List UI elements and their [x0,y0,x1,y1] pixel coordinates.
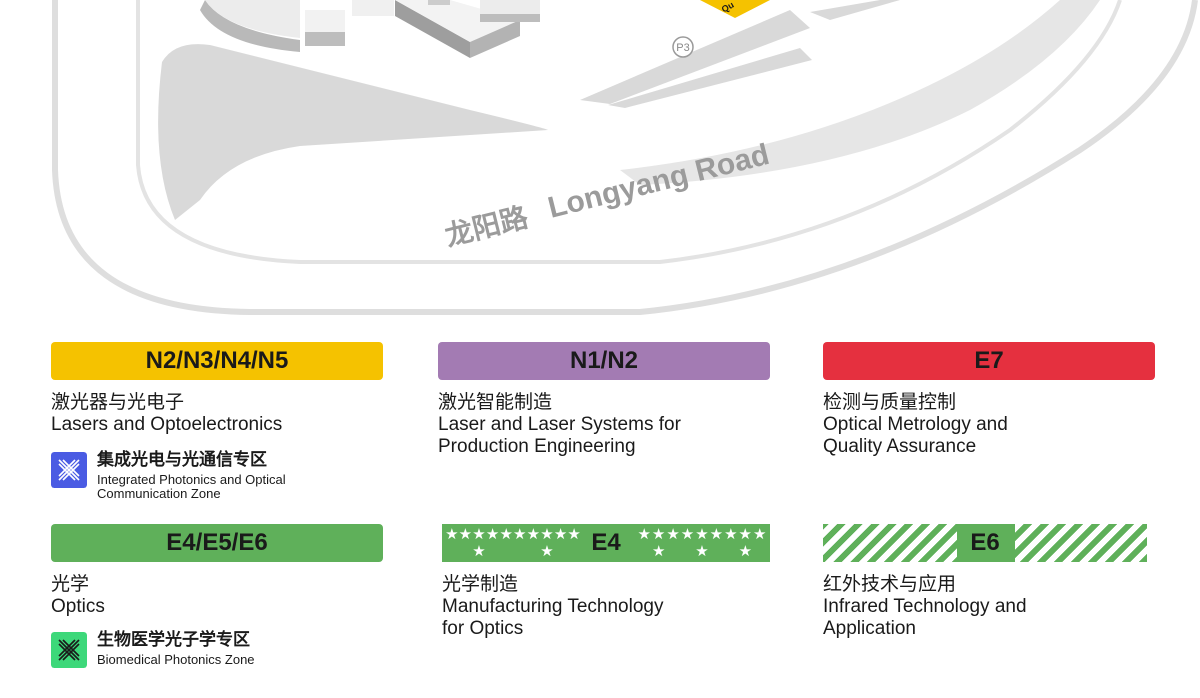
exhibition-buildings [200,0,540,58]
zone-name-cn: 光学 [51,574,90,595]
subzone-name-en: Biomedical Photonics Zone [97,652,255,667]
zone-name-en-1: Optical Metrology and [823,414,1008,435]
zone-name-en-1: Laser and Laser Systems for [438,414,681,435]
zone-tag-n1-n2: N1/N2 [438,342,770,380]
zone-name-en-2: Application [823,618,916,639]
zone-tag-e7: E7 [823,342,1155,380]
zone-tag-e6-stripes: E6 [823,524,1147,562]
yellow-signboard [700,0,770,18]
zone-name-en-1: Infrared Technology and [823,596,1027,617]
top-right-road [810,0,900,20]
zone-name-cn: 红外技术与应用 [823,574,957,595]
road-label-cn: 龙阳路 [442,200,532,253]
subzone-name-en-1: Integrated Photonics and Optical [97,472,286,487]
legend-column-3-row-2: E6 红外技术与应用 Infrared Technology and Appli… [823,524,1147,640]
legend-column-3: E7 检测与质量控制 Optical Metrology and Quality… [823,342,1155,458]
venue-boundary [52,0,1198,315]
subzone-name-en-2: Communication Zone [97,486,221,501]
zone-name-en: Lasers and Optoelectronics [51,414,283,435]
venue-map: Qu P3 龙阳路 Longyang Road [52,0,1198,315]
parking-p3-label: P3 [676,42,689,54]
zone-name-en-2: Production Engineering [438,436,636,457]
legend-column-2: N1/N2 激光智能制造 Laser and Laser Systems for… [438,342,770,458]
zone-name-en-2: Quality Assurance [823,436,977,457]
subzone-integrated-photonics: 集成光电与光通信专区 Integrated Photonics and Opti… [51,450,383,501]
parking-wedge-lower [608,48,812,108]
right-road-band [620,0,1100,185]
zone-name-en-1: Manufacturing Technology [442,596,664,617]
subzone-name-cn: 集成光电与光通信专区 [97,450,267,469]
crossed-x-icon [51,452,87,488]
parking-p3-marker [672,36,694,58]
road-label-en: Longyang Road [545,138,773,225]
zone-name-en-2: for Optics [442,618,524,639]
legend-column-1-row-2: E4/E5/E6 光学 Optics 生物医学光子学专区 Biomedical … [51,524,383,668]
subzone-name-cn: 生物医学光子学专区 [97,630,250,649]
zone-tag-e4-e6: E4/E5/E6 [51,524,383,562]
parking-wedge [580,10,810,104]
zone-name-en: Optics [51,596,105,617]
curved-road [158,44,549,221]
star-pattern-right: ★★★★★★ ★★★★★★ [637,526,767,560]
zone-name-cn: 激光器与光电子 [51,392,185,413]
subzone-biomedical-photonics: 生物医学光子学专区 Biomedical Photonics Zone [51,630,383,668]
zone-tag-n2-n5: N2/N3/N4/N5 [51,342,383,380]
tag-background [584,524,634,562]
legend-column-1: N2/N3/N4/N5 激光器与光电子 Lasers and Optoelect… [51,342,383,501]
tag-background [957,524,1015,562]
zone-name-cn: 检测与质量控制 [823,392,957,413]
zone-name-cn: 光学制造 [442,574,519,595]
legend-column-2-row-2: ★★★★★★ ★★★★★★ E4 ★★★★★★ ★★★★★★ 光学制造 Manu… [442,524,770,640]
crossed-x-icon [51,632,87,668]
zone-tag-e4-stars: ★★★★★★ ★★★★★★ E4 ★★★★★★ ★★★★★★ [442,524,770,562]
star-pattern-left: ★★★★★★ ★★★★★★ [445,526,581,560]
zone-name-cn: 激光智能制造 [438,392,553,413]
inner-road-outline [136,0,1122,264]
